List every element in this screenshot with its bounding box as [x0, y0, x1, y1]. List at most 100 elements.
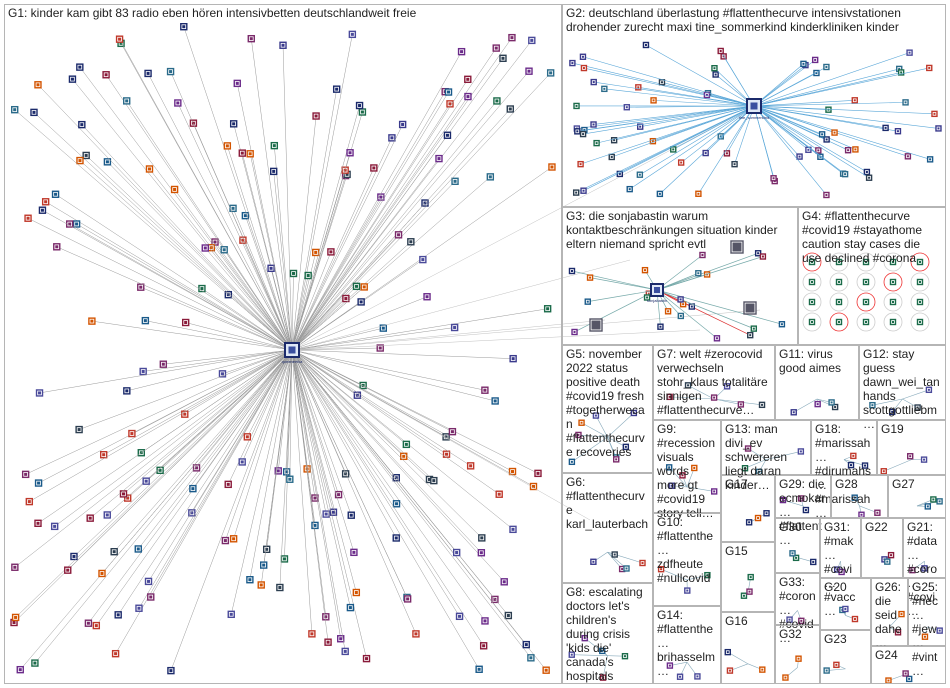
group-g21[interactable]: G21: #data… #coro… #covi… — [903, 518, 946, 618]
node-avatar — [401, 122, 405, 126]
node-avatar — [483, 388, 487, 392]
node-avatar — [282, 557, 286, 561]
node-avatar — [835, 663, 838, 666]
edge — [183, 26, 293, 351]
node-avatar — [360, 110, 364, 114]
self-loop — [802, 272, 822, 292]
group-label: G27 — [892, 477, 915, 491]
edge — [698, 105, 755, 194]
group-g18[interactable]: G18: #marissah… #dirumahs… #marissah… — [811, 420, 877, 520]
self-loop — [883, 252, 903, 272]
edge — [753, 105, 939, 129]
node-avatar — [886, 560, 889, 563]
group-g9[interactable]: G9: #recession visuals words more gt #co… — [653, 420, 721, 520]
edge — [177, 102, 293, 351]
group-g22[interactable]: G22 — [861, 518, 903, 578]
node-avatar — [864, 464, 867, 467]
self-loop — [802, 252, 822, 272]
node-avatar — [757, 252, 760, 255]
node-avatar — [118, 37, 122, 41]
group-g29[interactable]: G29: die ecmokar… #flattent… — [775, 475, 831, 547]
edge — [291, 349, 480, 670]
group-g5[interactable]: G5: november 2022 status positive death … — [562, 345, 653, 473]
node-avatar — [232, 122, 236, 126]
group-label: G9: #recession visuals words more gt #co… — [657, 422, 719, 520]
group-g14[interactable]: G14: #flattenthe… brihasselm… — [653, 606, 721, 684]
group-g28[interactable]: G28 — [831, 475, 888, 518]
group-g26[interactable]: G26: die seid dahe… — [871, 578, 908, 650]
node-avatar — [324, 512, 328, 516]
node-avatar — [158, 468, 162, 472]
group-g19[interactable]: G19 — [877, 420, 946, 475]
group-g32[interactable]: G32 — [775, 625, 820, 684]
edge — [291, 349, 397, 504]
node-avatar — [262, 563, 266, 567]
edge — [291, 349, 313, 634]
edge — [291, 349, 513, 472]
edge — [593, 81, 755, 107]
edge — [85, 155, 293, 351]
group-label: G2: deutschland überlastung #flattenthec… — [566, 6, 905, 34]
group-g8[interactable]: G8: escalating doctors let's children's … — [562, 583, 653, 684]
group-g4[interactable]: G4: #flattenthecurve #covid19 #stayathom… — [798, 207, 946, 345]
edge — [574, 289, 658, 333]
group-label: G32 — [779, 627, 802, 641]
edge — [291, 349, 367, 659]
group-g3[interactable]: G3: die sonjabastin warum kontaktbeschrä… — [562, 207, 798, 345]
group-g16[interactable]: G16 — [721, 612, 775, 684]
node-avatar — [757, 517, 760, 520]
group-g13[interactable]: G13: man divi_ev schwereren liegt daran … — [721, 420, 811, 492]
edge — [67, 349, 293, 571]
node-avatar — [105, 513, 109, 517]
node-avatar — [281, 43, 285, 47]
group-g2[interactable]: G2: deutschland überlastung #flattenthec… — [562, 4, 946, 207]
group-g24[interactable]: G24 — [871, 646, 946, 684]
group-g25[interactable]: G25: #nec… #jew… #vint… — [908, 578, 946, 678]
edge — [291, 349, 346, 652]
edge — [291, 135, 448, 351]
group-g27[interactable]: G27 — [888, 475, 946, 518]
edge — [291, 349, 327, 515]
group-g30[interactable]: G30 — [775, 518, 820, 573]
group-g1[interactable]: G1: kinder kam gibt 83 radio eben hören … — [4, 4, 562, 684]
edge — [604, 88, 755, 107]
edge — [117, 349, 293, 615]
group-g20[interactable]: G20 — [820, 578, 871, 630]
node-avatar — [911, 569, 914, 572]
node-avatar — [892, 321, 894, 323]
node-avatar — [615, 458, 618, 461]
node-avatar — [493, 399, 497, 403]
group-g12[interactable]: G12: stay guess dawn_wei_tan hands scott… — [859, 345, 946, 431]
edge — [291, 349, 453, 432]
node-avatar — [116, 613, 120, 617]
group-g23[interactable]: G23 — [820, 630, 871, 684]
node-avatar — [926, 505, 929, 508]
group-g6[interactable]: G6: #flattenthecurve karl_lauterbach — [562, 473, 653, 583]
edge — [291, 37, 513, 351]
edge — [291, 349, 514, 530]
group-g33[interactable]: G33: #coron… #covid… — [775, 573, 820, 645]
edge — [753, 105, 774, 179]
node-avatar — [814, 58, 817, 61]
edge — [578, 434, 608, 438]
node-avatar — [550, 165, 554, 169]
node-avatar — [379, 195, 383, 199]
group-g7[interactable]: G7: welt #zerocovid verwechseln stohr_kl… — [653, 345, 775, 420]
edge — [227, 145, 293, 351]
group-g31[interactable]: G31: #mak… #covi… #vacc… — [820, 518, 861, 618]
edge — [291, 181, 456, 351]
node-avatar — [621, 568, 624, 571]
node-avatar — [269, 266, 273, 270]
edge — [291, 296, 428, 351]
edge — [147, 73, 293, 351]
edge — [727, 651, 749, 665]
group-g11[interactable]: G11: virus good aimes — [775, 345, 859, 420]
group-g17[interactable]: G17 — [721, 475, 775, 542]
group-g15[interactable]: G15 — [721, 542, 775, 612]
node-avatar — [191, 121, 195, 125]
group-label: G21: #data… #coro… #covi… — [907, 520, 938, 618]
edge — [29, 349, 293, 502]
edge — [653, 100, 755, 107]
group-g10[interactable]: G10: #flattenthe… zdfheute #nullcovid — [653, 513, 721, 606]
